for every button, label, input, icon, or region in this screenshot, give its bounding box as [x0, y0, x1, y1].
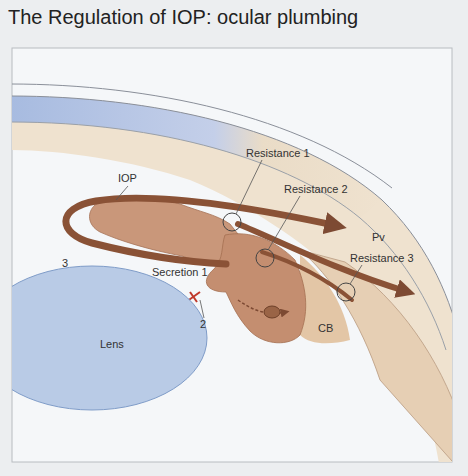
part-label: Resistance 3: [350, 252, 414, 264]
part-label: Lens: [100, 338, 124, 350]
part-label: Resistance 2: [284, 183, 348, 195]
vessel: [264, 306, 280, 318]
resistance-circle: [337, 283, 355, 301]
part-label: Resistance 1: [246, 147, 310, 159]
lid-line: [12, 84, 392, 188]
leader-line: [350, 265, 362, 284]
lens-body: [12, 266, 207, 410]
lens-outline: [12, 262, 208, 412]
lens-shape: Lens: [12, 262, 208, 412]
part-label: 2: [200, 318, 206, 330]
resistance-circle: [256, 249, 274, 267]
leader-line: [116, 186, 128, 200]
branch-arrow: [262, 252, 352, 300]
stop-mark: [190, 292, 197, 302]
part-label: Secretion 1: [152, 266, 208, 278]
part-label: 3: [62, 257, 68, 269]
part-label: IOP: [118, 172, 137, 184]
leader-line: [236, 160, 262, 214]
part-label: Pv: [372, 231, 385, 243]
part-label: CB: [318, 322, 333, 334]
leader-line: [268, 196, 300, 250]
resistance-circle: [223, 213, 241, 231]
outflow-arrow: [66, 198, 338, 264]
slide-title: The Regulation of IOP: ocular plumbing: [8, 6, 358, 29]
